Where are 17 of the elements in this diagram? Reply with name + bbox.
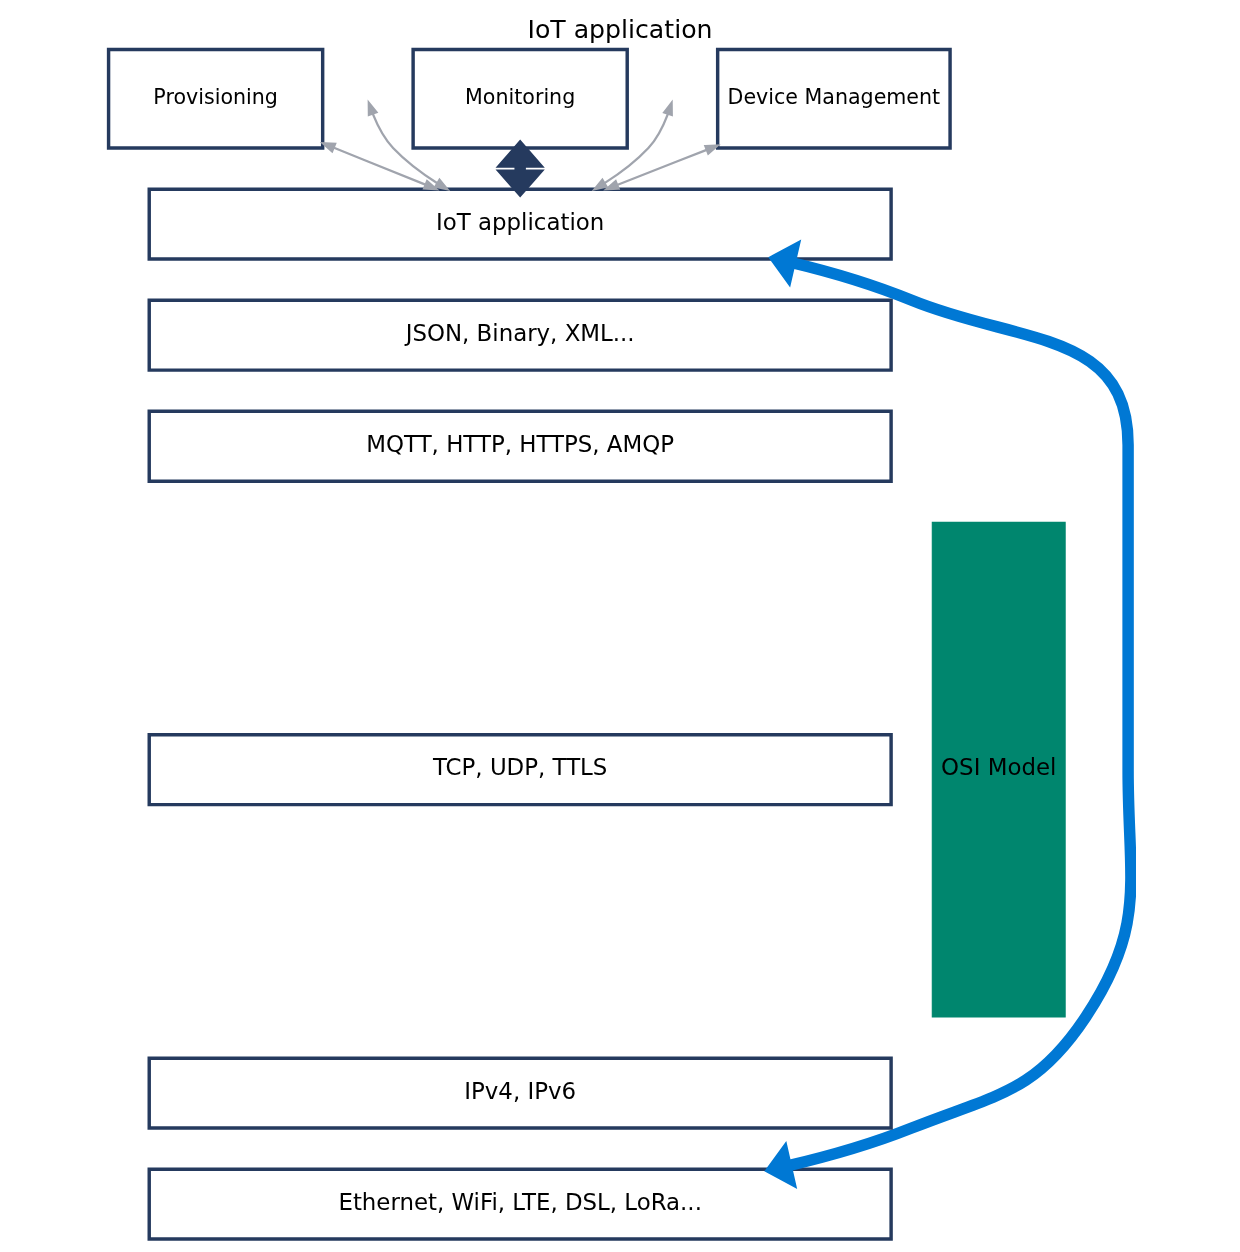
node-box: Monitoring [411, 47, 629, 150]
arrow [319, 142, 440, 191]
diagram-title: IoT application [527, 14, 713, 44]
node-box: JSON, Binary, XML... [147, 298, 893, 372]
arrow [764, 239, 1136, 1189]
node-box: Device Management [715, 47, 952, 150]
node-box: Provisioning [106, 47, 325, 150]
arrow [591, 99, 673, 191]
node-box: MQTT, HTTP, HTTPS, AMQP [147, 409, 893, 483]
node-box: Ethernet, WiFi, LTE, DSL, LoRa... [147, 1167, 893, 1241]
node-box: TCP, UDP, TTLS [147, 733, 893, 807]
arrow [603, 144, 721, 191]
arrow [495, 139, 545, 198]
arrow [367, 99, 451, 192]
node-box: OSI Model [931, 521, 1066, 1018]
node-box: IPv4, IPv6 [147, 1056, 893, 1130]
node-box: IoT application [147, 187, 893, 261]
